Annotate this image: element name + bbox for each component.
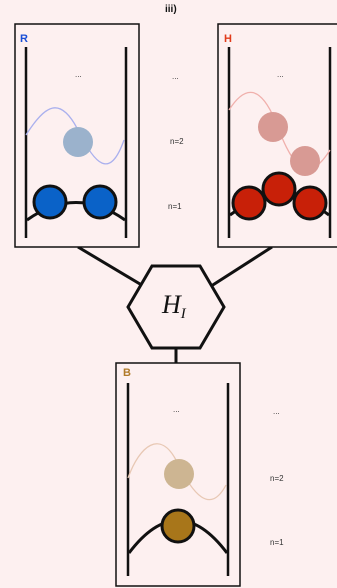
level-top-n2: n=2 — [170, 137, 184, 146]
level-top-n1: n=1 — [168, 202, 182, 211]
panel-h-faded-particle-1 — [258, 112, 288, 142]
hub-hexagon — [126, 264, 226, 350]
figure-label: iii) — [165, 4, 177, 15]
panel-r-ellipsis: ... — [75, 70, 82, 79]
panel-b-ellipsis: ... — [173, 405, 180, 414]
panel-b-particle — [160, 508, 196, 544]
panel-b-faded-particle — [164, 459, 194, 489]
panel-r-letter: R — [20, 33, 28, 45]
level-bottom-ellipsis: ... — [273, 407, 280, 416]
panel-r-particle-2 — [82, 184, 118, 220]
panel-r-particle-1 — [32, 184, 68, 220]
hub-symbol: H — [162, 290, 181, 319]
panel-h-ellipsis: ... — [277, 70, 284, 79]
panel-h-particle-1 — [231, 185, 267, 221]
panel-b-letter: B — [123, 367, 131, 379]
hub-label: HI — [162, 290, 186, 323]
panel-b — [115, 362, 241, 587]
level-bottom-n2: n=2 — [270, 474, 284, 483]
panel-h-particle-3 — [292, 185, 328, 221]
connector-left — [77, 245, 151, 292]
panel-h-particle-2 — [261, 171, 297, 207]
panel-h-letter: H — [224, 33, 232, 45]
level-top-ellipsis: ... — [172, 72, 179, 81]
level-bottom-n1: n=1 — [270, 538, 284, 547]
connector-right — [204, 245, 273, 292]
panel-r-faded-particle — [63, 127, 93, 157]
panel-r — [14, 23, 140, 248]
panel-h-faded-particle-2 — [290, 146, 320, 176]
panel-h — [217, 23, 337, 248]
hub-subscript: I — [180, 306, 186, 322]
